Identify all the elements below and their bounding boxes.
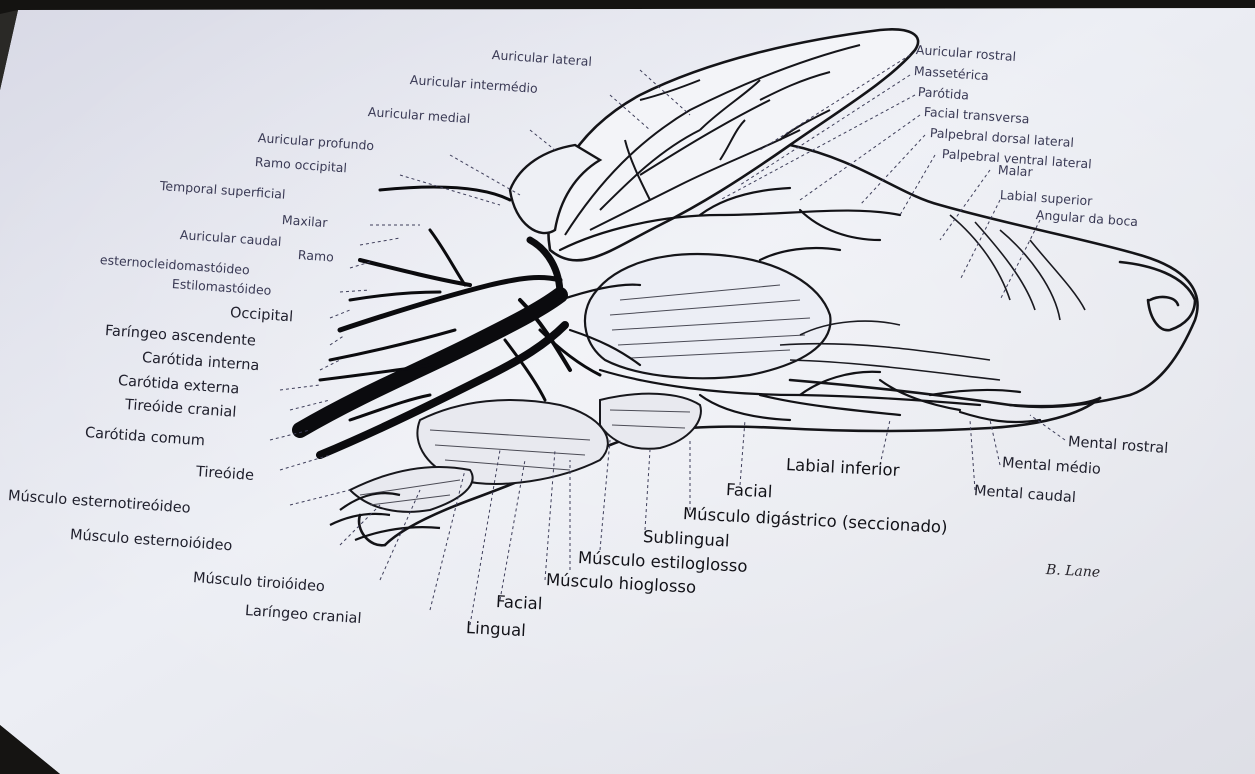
label-labial-inferior: Labial inferior	[786, 455, 900, 480]
label-faringeo-ascendente: Faríngeo ascendente	[104, 323, 256, 350]
label-occipital: Occipital	[229, 305, 293, 325]
label-lingual: Lingual	[466, 618, 527, 640]
label-auricular-medial: Auricular medial	[367, 104, 470, 126]
label-auricular-rostral: Auricular rostral	[915, 42, 1016, 64]
label-ramo: Ramo	[297, 247, 334, 264]
label-sublingual: Sublingual	[643, 527, 731, 551]
label-mental-medio: Mental médio	[1001, 455, 1101, 478]
label-tireoide-cranial: Tireóide cranial	[124, 397, 236, 421]
label-carotida-comum: Carótida comum	[84, 425, 205, 449]
label-auricular-caudal: Auricular caudal	[179, 227, 281, 249]
label-esternocleidomastoideo: esternocleidomastóideo	[99, 252, 250, 277]
label-musculo-esternotireoideo: Músculo esternotireóideo	[7, 488, 191, 517]
label-mental-rostral: Mental rostral	[1067, 434, 1168, 457]
label-facial-mid: Facial	[726, 480, 773, 501]
label-auricular-profundo: Auricular profundo	[257, 130, 374, 153]
label-musculo-tiroioideo: Músculo tiroióideo	[192, 570, 325, 595]
label-maxilar: Maxilar	[281, 212, 328, 230]
artist-signature: B. Lane	[1046, 562, 1101, 581]
label-malar: Malar	[997, 162, 1033, 179]
label-auricular-intermedio: Auricular intermédio	[409, 72, 538, 96]
label-labial-superior: Labial superior	[999, 187, 1092, 208]
label-parotida: Parótida	[917, 84, 969, 103]
label-facial-transversa: Facial transversa	[923, 104, 1029, 126]
label-auricular-lateral: Auricular lateral	[491, 47, 592, 69]
label-tireoide: Tireóide	[195, 464, 254, 484]
label-carotida-externa: Carótida externa	[117, 373, 239, 397]
label-facial-lower: Facial	[496, 592, 543, 613]
label-musculo-hioglosso: Músculo hioglosso	[546, 570, 697, 597]
label-laringeo-cranial: Laríngeo cranial	[244, 603, 362, 627]
label-musculo-esternoioideo: Músculo esternoióideo	[69, 527, 232, 554]
label-angular-da-boca: Angular da boca	[1035, 207, 1138, 229]
label-temporal-superficial: Temporal superficial	[159, 178, 286, 202]
label-carotida-interna: Carótida interna	[141, 350, 259, 374]
label-ramo-occipital: Ramo occipital	[254, 154, 347, 175]
label-masseterica: Massetérica	[913, 63, 989, 83]
label-mental-caudal: Mental caudal	[973, 483, 1076, 506]
label-musculo-estiloglosso: Músculo estiloglosso	[578, 548, 748, 576]
label-estilomastoideo: Estilomastóideo	[171, 276, 271, 298]
